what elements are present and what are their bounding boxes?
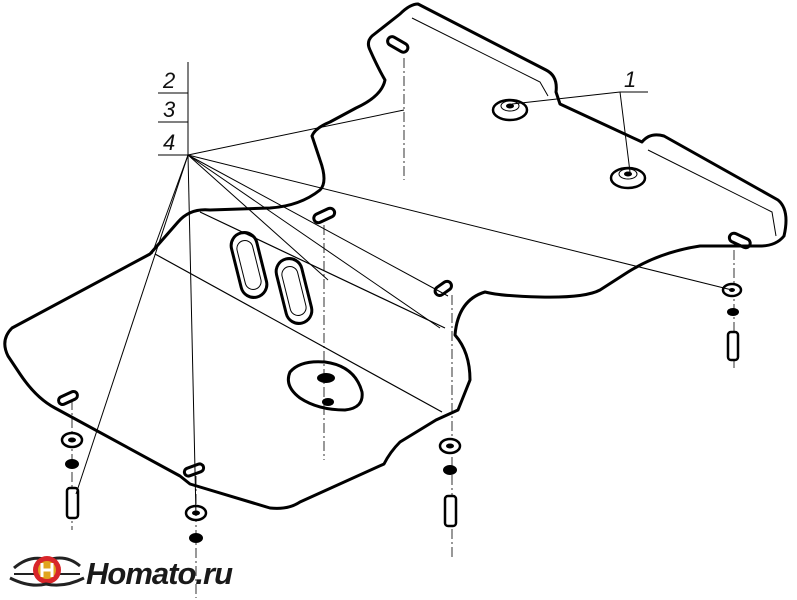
leader-lines-1: [511, 91, 648, 173]
mount-slot-center: [433, 279, 453, 297]
mount-slot-top: [386, 35, 410, 54]
callout-4: 4: [163, 130, 175, 155]
grommet-1: [491, 98, 529, 122]
mount-slot-mid: [312, 206, 337, 225]
brand-text: Homato.ru: [86, 556, 233, 591]
callout-1: 1: [624, 67, 636, 92]
fastener-stack-right: [721, 282, 743, 362]
mount-slot-front-left: [57, 389, 79, 407]
fold-line-front: [154, 253, 443, 413]
fold-line-mid: [199, 211, 446, 329]
leader-lines-2-3-4: [75, 109, 733, 517]
callout-2: 2: [162, 68, 175, 93]
mount-slot-front-mid: [182, 462, 206, 478]
fastener-stack-center: [438, 437, 462, 528]
car-emblem-icon: [9, 556, 85, 587]
callout-stack: [158, 62, 189, 156]
plate-flange-line-right: [647, 149, 777, 237]
plate-flange-line-top: [411, 17, 549, 97]
mount-slot-right: [727, 231, 752, 250]
brand-logo: Homato.ru: [9, 556, 234, 591]
skid-plate-outline: [3, 2, 788, 510]
vent-hole-right: [274, 257, 314, 325]
fastener-stack-front-left: [60, 431, 84, 520]
grommet-2: [609, 166, 647, 190]
callout-3: 3: [163, 97, 176, 122]
vent-hole-left: [229, 231, 269, 299]
service-hatch: [286, 360, 364, 412]
